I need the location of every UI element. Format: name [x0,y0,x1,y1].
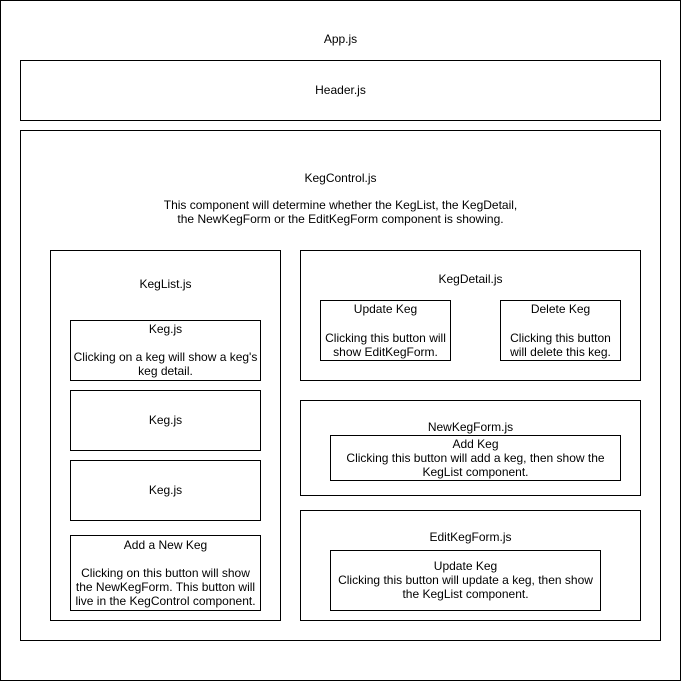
add-keg-button-box: Add Keg Clicking this button will add a … [330,435,621,481]
add-keg-description: Clicking this button will add a keg, the… [346,451,605,479]
keg-component-box: Keg.js [70,460,261,521]
keg-component-box: Keg.js [70,390,261,451]
add-new-keg-description: Clicking on this button will show the Ne… [75,566,256,608]
delete-keg-button-box: Delete Keg Clicking this button will del… [500,300,621,361]
keg-title: Keg.js [148,413,183,427]
keg-title: Keg.js [148,322,183,336]
keg-description: Clicking on a keg will show a keg's keg … [73,350,258,378]
add-new-keg-title: Add a New Keg [123,538,208,552]
header-title: Header.js [315,83,366,97]
keg-component-box: Keg.js Clicking on a keg will show a keg… [70,320,261,381]
app-title: App.js [323,32,358,46]
keg-control-title: KegControl.js [304,171,377,185]
header-component-box: Header.js [20,60,661,121]
update-keg-description: Clicking this button will show EditKegFo… [325,331,446,359]
edit-keg-form-title: EditKegForm.js [429,530,512,544]
edit-update-keg-description: Clicking this button will update a keg, … [338,573,593,601]
edit-update-keg-title: Update Keg [433,559,498,573]
keg-list-title: KegList.js [139,277,192,291]
add-keg-title: Add Keg [452,437,499,451]
add-new-keg-button-box: Add a New Keg Clicking on this button wi… [70,535,261,611]
update-keg-title: Update Keg [353,302,418,316]
keg-control-description: This component will determine whether th… [163,198,518,226]
delete-keg-description: Clicking this button will delete this ke… [510,331,611,359]
update-keg-button-box: Update Keg Clicking this button will sho… [320,300,451,361]
new-keg-form-title: NewKegForm.js [427,420,514,434]
edit-update-keg-button-box: Update Keg Clicking this button will upd… [330,550,601,611]
keg-detail-title: KegDetail.js [438,272,503,286]
delete-keg-title: Delete Keg [530,302,591,316]
keg-title: Keg.js [148,483,183,497]
